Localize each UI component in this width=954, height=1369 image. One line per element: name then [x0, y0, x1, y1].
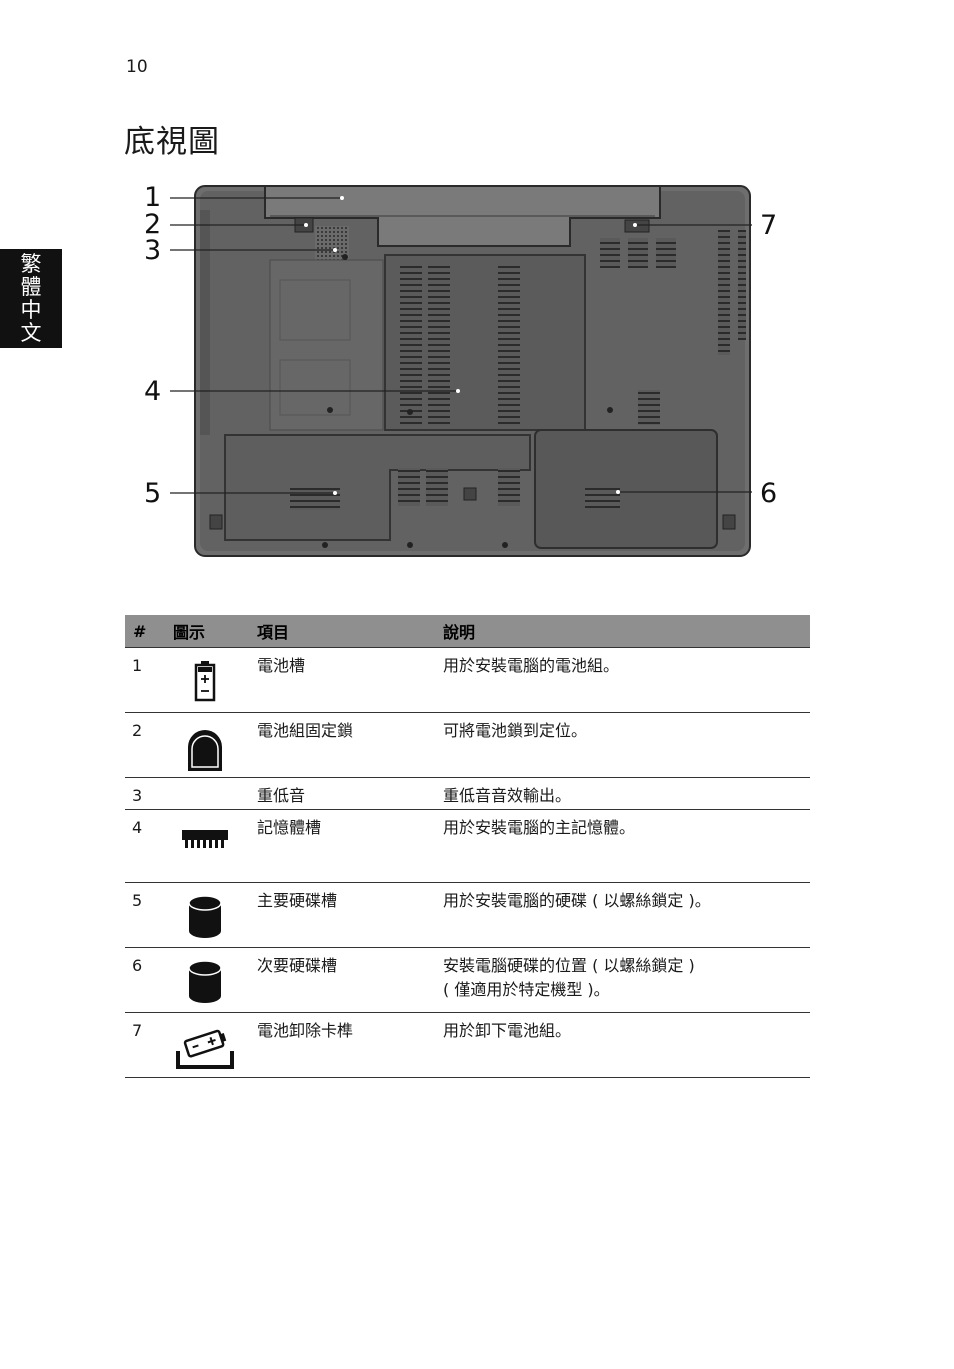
row-description: 用於安裝電腦的硬碟 ( 以螺絲鎖定 )。	[443, 891, 711, 910]
page-number: 10	[126, 57, 148, 77]
row-item: 次要硬碟槽	[249, 947, 435, 1013]
row-description: 安裝電腦硬碟的位置 ( 以螺絲鎖定 )	[443, 956, 695, 975]
callout-number: 1	[144, 182, 161, 213]
header-item: 項目	[249, 615, 435, 648]
table-row: 6 次要硬碟槽 安裝電腦硬碟的位置 ( 以螺絲鎖定 ) ( 僅適用於特定機型 )…	[125, 947, 810, 1013]
row-item: 主要硬碟槽	[249, 882, 435, 948]
side-tab-char: 中	[20, 297, 42, 322]
table-row: 2 電池組固定鎖 可將電池鎖到定位。	[125, 712, 810, 778]
callout-number: 5	[144, 478, 161, 509]
side-tab-char: 文	[20, 320, 42, 345]
language-side-tab: 繁 體 中 文	[0, 249, 62, 348]
header-description: 說明	[435, 615, 810, 648]
bottom-view-spec-table: # 圖示 項目 說明 1 電池槽	[125, 615, 810, 1078]
callout-number: 7	[760, 210, 777, 241]
side-tab-char: 繁	[20, 251, 42, 276]
row-number: 2	[125, 712, 165, 778]
row-item: 重低音	[249, 777, 435, 810]
row-description: 用於卸下電池組。	[443, 1021, 572, 1040]
table-header-row: # 圖示 項目 說明	[125, 615, 810, 648]
hard-disk-icon	[165, 954, 245, 1012]
table-row: 1 電池槽 用於安裝電腦的電池組。	[125, 647, 810, 713]
battery-icon	[165, 654, 245, 712]
header-number: #	[125, 615, 165, 648]
table-row: 7 電池卸除卡榫 用於卸下電池組。	[125, 1012, 810, 1078]
header-icon: 圖示	[165, 615, 249, 648]
row-description: 重低音音效輸出。	[443, 786, 572, 805]
laptop-bottom-illustration: 1 2 3 4 5 6 7	[144, 182, 777, 557]
row-number: 7	[125, 1012, 165, 1078]
battery-release-latch	[624, 219, 650, 233]
hard-disk-icon	[165, 889, 245, 947]
callout-number: 2	[144, 209, 161, 240]
row-description: 用於安裝電腦的電池組。	[443, 656, 620, 675]
row-description: 可將電池鎖到定位。	[443, 721, 588, 740]
row-item: 記憶體槽	[249, 809, 435, 883]
page-title: 底視圖	[124, 124, 220, 160]
table-row: 4 記憶體槽 用於安裝電腦的主記憶體。	[125, 809, 810, 883]
row-number: 6	[125, 947, 165, 1013]
row-number: 1	[125, 647, 165, 713]
row-item: 電池卸除卡榫	[249, 1012, 435, 1078]
primary-hdd-door	[224, 434, 531, 541]
callout-number: 3	[144, 235, 161, 266]
row-item: 電池槽	[249, 647, 435, 713]
row-number: 5	[125, 882, 165, 948]
memory-icon	[165, 816, 245, 882]
laptop-bottom-view-figure: 1 2 3 4 5 6 7	[120, 170, 820, 570]
battery-release-icon	[165, 1019, 245, 1077]
row-number: 4	[125, 809, 165, 883]
callout-number: 6	[760, 478, 777, 509]
table-row: 5 主要硬碟槽 用於安裝電腦的硬碟 ( 以螺絲鎖定 )。	[125, 882, 810, 948]
row-description: ( 僅適用於特定機型 )。	[443, 980, 610, 999]
row-description: 用於安裝電腦的主記憶體。	[443, 818, 636, 837]
lock-icon	[165, 719, 245, 777]
row-number: 3	[125, 777, 165, 810]
secondary-hdd-door	[534, 429, 718, 549]
side-tab-char: 體	[20, 274, 42, 299]
row-item: 電池組固定鎖	[249, 712, 435, 778]
table-row: 3 重低音 重低音音效輸出。	[125, 777, 810, 810]
callout-number: 4	[144, 376, 161, 407]
